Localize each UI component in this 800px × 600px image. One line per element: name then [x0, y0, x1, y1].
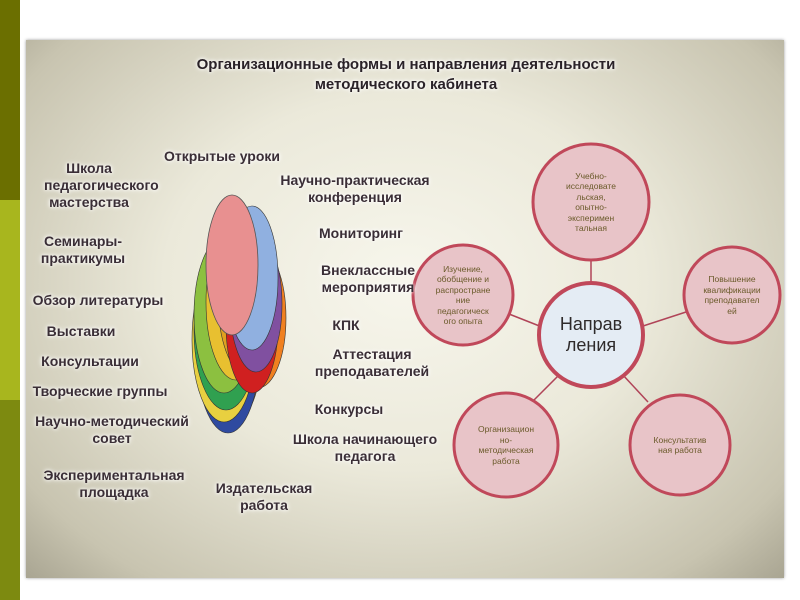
- attestation-line-2: преподавателей: [314, 363, 430, 379]
- label-beginner-school: Школа начинающего педагога: [284, 431, 446, 465]
- label-scientific-council: Научно-методический совет: [28, 413, 196, 447]
- label-experimental-site: Экспериментальная площадка: [38, 467, 190, 501]
- study-line-5: педагогическ: [437, 305, 489, 316]
- center-line-1: Направ: [559, 314, 623, 334]
- label-consultations: Консультации: [41, 353, 139, 369]
- circle-study-shape: [411, 243, 515, 347]
- center-line-2: ления: [565, 335, 617, 355]
- research-line-4: опытно-: [575, 202, 607, 212]
- attestation-line-1: Аттестация: [332, 346, 412, 362]
- circle-research: Учебно- исследовате льская, опытно- эксп…: [551, 155, 631, 249]
- experimental-site-line-2: площадка: [79, 484, 149, 500]
- circle-study: Изучение, обобщение и распростране ние п…: [423, 255, 503, 335]
- publishing-line-2: работа: [240, 497, 288, 513]
- side-stripe-middle: [0, 200, 20, 400]
- consulting-line-1: Консультатив: [653, 434, 707, 445]
- label-attestation: Аттестация преподавателей: [308, 346, 436, 380]
- circle-research-shape: [531, 142, 651, 262]
- research-line-6: тальная: [575, 223, 607, 233]
- research-line-1: Учебно-: [575, 170, 607, 181]
- qualification-line-1: Повышение: [708, 274, 756, 284]
- scientific-council-line-2: совет: [92, 430, 132, 446]
- connector-qualification: [639, 311, 687, 328]
- label-seminars: Семинары- практикумы: [38, 233, 128, 267]
- organizational-line-3: методическая: [478, 445, 534, 455]
- study-line-3: распростране: [435, 284, 491, 295]
- extracurricular-line-2: мероприятия: [321, 279, 415, 295]
- label-exhibitions: Выставки: [46, 323, 116, 339]
- seminars-line-2: практикумы: [40, 250, 126, 266]
- label-literature-review: Обзор литературы: [32, 292, 164, 308]
- title-line-2: методического кабинета: [314, 76, 498, 93]
- circle-qualification-shape: [682, 245, 782, 345]
- title-line-1: Организационные формы и направления деят…: [196, 56, 616, 73]
- research-line-5: эксперимен: [567, 212, 615, 223]
- organizational-line-4: работа: [492, 455, 520, 466]
- connector-organizational: [531, 373, 561, 403]
- circle-consulting-shape: [628, 393, 732, 497]
- circle-center-shape: [537, 281, 645, 389]
- slide-title: Организационные формы и направления деят…: [86, 55, 726, 95]
- extracurricular-line-1: Внеклассные: [321, 262, 415, 278]
- circle-organizational-shape: [452, 391, 560, 499]
- connector-study: [508, 313, 543, 328]
- conference-line-2: конференция: [308, 189, 402, 205]
- research-line-3: льская,: [576, 191, 606, 202]
- label-monitoring: Мониторинг: [319, 225, 403, 241]
- connector-consulting: [621, 373, 649, 403]
- circle-consulting: Консультатив ная работа: [640, 425, 720, 465]
- side-stripe-top: [0, 0, 20, 200]
- qualification-line-3: преподавател: [704, 295, 760, 305]
- label-creative-groups: Творческие группы: [32, 383, 168, 399]
- study-line-2: обобщение и: [436, 274, 490, 284]
- qualification-line-4: ей: [727, 305, 737, 316]
- fan-petal-12: [205, 194, 259, 336]
- label-publishing: Издательская работа: [212, 480, 316, 514]
- study-line-1: Изучение,: [443, 263, 483, 274]
- research-line-2: исследовате: [566, 181, 616, 191]
- direction-circles: [411, 142, 782, 499]
- label-contests: Конкурсы: [314, 401, 384, 417]
- slide: Организационные формы и направления деят…: [26, 40, 784, 578]
- school-mastery-line-1: Школа: [66, 160, 112, 176]
- circle-center: Направ ления: [551, 313, 631, 357]
- study-line-4: ние: [455, 295, 471, 305]
- qualification-line-2: квалификации: [703, 284, 761, 295]
- study-line-6: ого опыта: [443, 316, 483, 326]
- experimental-site-line-1: Экспериментальная: [43, 467, 185, 483]
- beginner-school-line-1: Школа начинающего: [292, 431, 438, 447]
- organizational-line-2: но-: [499, 434, 513, 445]
- label-kpk: КПК: [332, 317, 360, 333]
- label-extracurricular: Внеклассные мероприятия: [316, 262, 420, 296]
- label-school-mastery: Школа педагогического мастерства: [44, 160, 159, 211]
- diagram-graphics: [191, 142, 782, 499]
- circle-organizational: Организацион но- методическая работа: [466, 415, 546, 475]
- circle-qualification: Повышение квалификации преподавател ей: [692, 260, 772, 330]
- label-conference: Научно-практическая конференция: [274, 172, 436, 206]
- seminars-line-1: Семинары-: [43, 233, 123, 249]
- school-mastery-line-2: педагогического: [44, 177, 159, 193]
- forms-fan: [191, 194, 287, 434]
- conference-line-1: Научно-практическая: [280, 172, 430, 188]
- school-mastery-line-3: мастерства: [49, 194, 129, 210]
- organizational-line-1: Организацион: [477, 424, 535, 434]
- publishing-line-1: Издательская: [215, 480, 313, 496]
- side-stripe-bottom: [0, 400, 20, 600]
- scientific-council-line-1: Научно-методический: [35, 413, 189, 429]
- consulting-line-2: ная работа: [658, 445, 702, 455]
- beginner-school-line-2: педагога: [334, 448, 396, 464]
- label-open-lessons: Открытые уроки: [163, 148, 281, 164]
